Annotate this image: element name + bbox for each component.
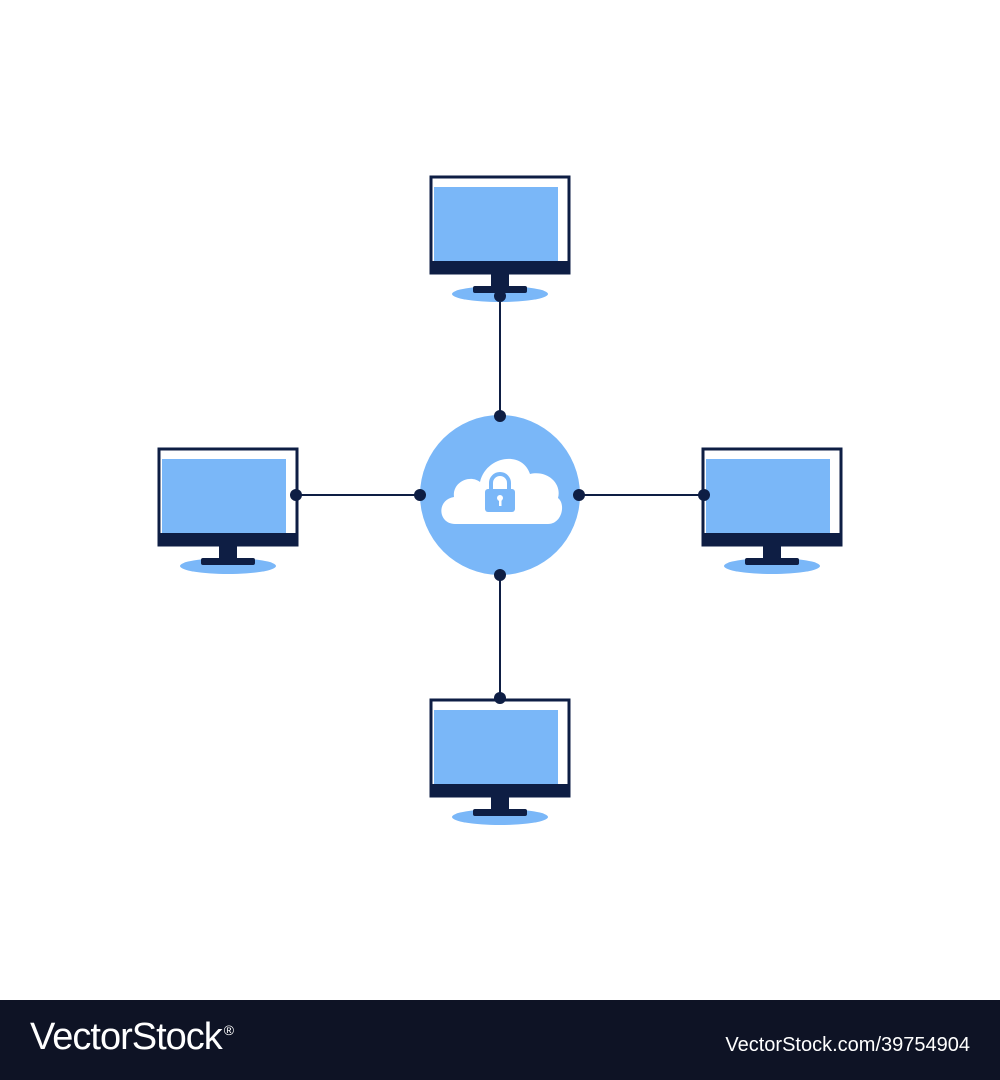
brand-name: VectorStock [30,1016,223,1058]
connector-dot [494,692,506,704]
connector-dot [414,489,426,501]
connector-dot [494,290,506,302]
cloud-hub [420,415,580,575]
image-id-text: VectorStock.com/39754904 [725,1034,970,1056]
connector-dot [494,569,506,581]
monitor-icon [701,447,843,576]
monitor-icon [429,698,571,827]
watermark-footer: VectorStock® VectorStock.com/39754904 [0,1000,1000,1080]
network-diagram [157,175,843,827]
monitor-icon [157,447,299,576]
connector-dot [573,489,585,501]
registered-mark: ® [223,1022,234,1039]
brand-logo: VectorStock® [30,1016,234,1059]
connector-dot [290,489,302,501]
monitor-icon [429,175,571,304]
connector-dot [494,410,506,422]
connector-dot [698,489,710,501]
cloud-lock-icon [441,458,563,524]
